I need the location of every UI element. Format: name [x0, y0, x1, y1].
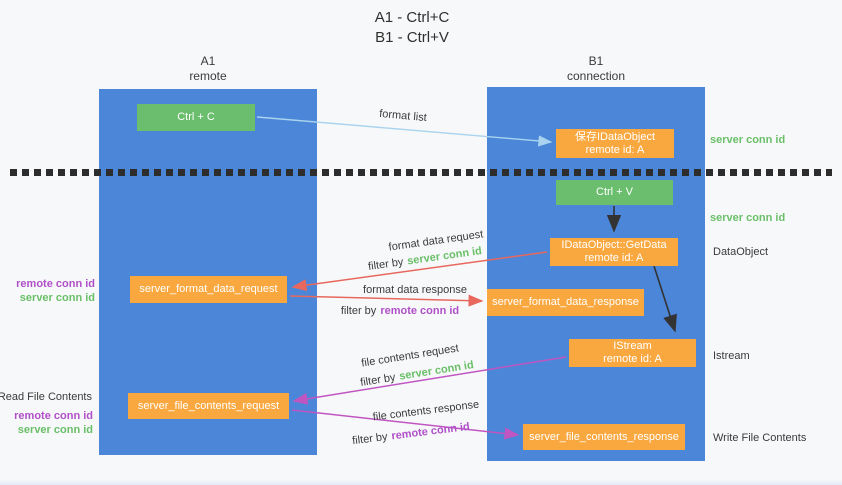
node-idataobject-getdata-line2: remote id: A: [584, 252, 644, 264]
filter-by-text: filter by: [351, 430, 389, 448]
label-format-list: format list: [379, 108, 428, 124]
label-filter-remote-conn-id-2: filter by remote conn id: [352, 421, 471, 447]
node-server-format-data-request: server_format_data_request: [130, 276, 287, 303]
label-format-list-text: format list: [378, 107, 428, 125]
label-format-data-response-text: format data response: [363, 284, 467, 296]
node-ctrl-c: Ctrl + C: [137, 104, 255, 131]
node-istream-line2: remote id: A: [603, 353, 662, 365]
left-remote-conn-id-1: remote conn id: [16, 278, 95, 290]
node-save-idataobject: 保存IDataObject remote id: A: [556, 129, 674, 158]
node-istream: IStream remote id: A: [569, 339, 696, 367]
remote-conn-id-text: remote conn id: [390, 420, 471, 443]
node-server-file-contents-response-label: server_file_contents_response: [529, 430, 679, 443]
label-filter-server-conn-id-1: filter by server conn id: [367, 245, 482, 273]
bottom-fade: [0, 479, 842, 485]
node-idataobject-getdata: IDataObject::GetData remote id: A: [550, 238, 678, 266]
node-istream-text: IStream remote id: A: [603, 340, 662, 366]
dotted-separator-line: [10, 169, 832, 176]
node-server-format-data-response: server_format_data_response: [487, 289, 644, 316]
node-server-format-data-request-label: server_format_data_request: [139, 283, 278, 295]
left-label-conn-ids-1: remote conn id server conn id: [16, 277, 95, 305]
column-header-b1: B1 connection: [536, 54, 656, 84]
node-save-idataobject-text: 保存IDataObject remote id: A: [575, 131, 655, 157]
server-conn-id-text: server conn id: [398, 359, 475, 383]
left-label-conn-ids-2: remote conn id server conn id: [14, 409, 93, 437]
filter-by-text: filter by: [340, 305, 377, 317]
arrow-format-data-response: [289, 294, 484, 307]
left-server-conn-id-2: server conn id: [17, 424, 93, 436]
right-label-write-file-contents: Write File Contents: [713, 432, 807, 444]
diagram-title: A1 - Ctrl+C B1 - Ctrl+V: [312, 8, 512, 48]
label-format-data-response: format data response: [363, 284, 467, 296]
label-file-contents-response-text: file contents response: [372, 398, 480, 424]
node-server-file-contents-response: server_file_contents_response: [523, 424, 685, 450]
node-save-idataobject-line1: 保存IDataObject: [574, 130, 656, 143]
label-filter-remote-conn-id-1: filter by remote conn id: [341, 305, 459, 317]
right-label-server-conn-id-2: server conn id: [710, 212, 786, 224]
right-label-istream: Istream: [713, 350, 750, 362]
filter-by-text: filter by: [367, 256, 405, 273]
node-ctrl-v-label: Ctrl + V: [596, 186, 633, 198]
node-idataobject-getdata-text: IDataObject::GetData remote id: A: [561, 239, 666, 265]
column-a1-subtitle: remote: [189, 69, 227, 83]
right-label-server-conn-id-1: server conn id: [710, 134, 786, 146]
column-a1-name: A1: [200, 54, 216, 68]
node-idataobject-getdata-line1: IDataObject::GetData: [561, 239, 667, 251]
left-server-conn-id-1: server conn id: [19, 292, 95, 304]
left-label-read-file-contents: Read File Contents: [0, 391, 92, 403]
right-label-dataobject: DataObject: [713, 246, 769, 258]
node-save-idataobject-line2: remote id: A: [585, 143, 645, 156]
node-ctrl-c-label: Ctrl + C: [177, 111, 215, 123]
column-b1-subtitle: connection: [566, 69, 626, 83]
node-istream-line1: IStream: [613, 340, 652, 352]
node-server-file-contents-request-label: server_file_contents_request: [137, 399, 280, 412]
filter-by-text: filter by: [359, 371, 397, 389]
title-line-2: B1 - Ctrl+V: [375, 29, 449, 46]
node-server-format-data-response-label: server_format_data_response: [492, 296, 639, 308]
column-header-a1: A1 remote: [148, 54, 268, 84]
label-file-contents-response: file contents response: [372, 399, 480, 424]
left-remote-conn-id-2: remote conn id: [14, 410, 93, 422]
remote-conn-id-text: remote conn id: [380, 305, 460, 317]
node-ctrl-v: Ctrl + V: [556, 180, 673, 205]
column-b1-name: B1: [588, 54, 604, 68]
node-server-file-contents-request: server_file_contents_request: [128, 393, 289, 419]
title-line-1: A1 - Ctrl+C: [374, 9, 450, 26]
